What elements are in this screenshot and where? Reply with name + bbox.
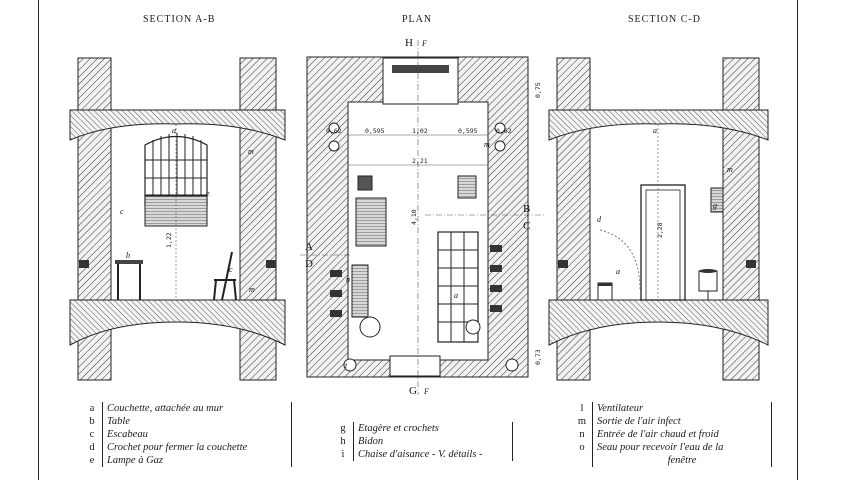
legend-key: a xyxy=(82,402,103,415)
cd-dim-2-28: 2,28 xyxy=(656,222,664,238)
cd-label-a-top: a xyxy=(653,126,657,135)
label-m-floor: m xyxy=(249,285,255,294)
legend-text: Chaise d'aisance - V. détails - xyxy=(353,448,513,461)
legend-text: Couchette, attachée au mur xyxy=(102,402,292,415)
cd-label-g: g xyxy=(713,201,717,210)
vault-top xyxy=(69,109,286,141)
label-e: e xyxy=(206,189,210,198)
stool xyxy=(213,251,237,301)
legend-text: Lampe à Gaz xyxy=(102,454,292,467)
cd-vault-top xyxy=(548,109,769,141)
cd-bidon xyxy=(698,269,718,300)
plan-door xyxy=(389,355,441,377)
plan-dim-1: 0,595 xyxy=(365,127,385,135)
section-ab-title: SECTION A-B xyxy=(143,14,216,25)
legend-key: d xyxy=(82,441,103,454)
legend-key: g xyxy=(333,422,354,435)
legend-key: l xyxy=(572,402,593,415)
plan-dim-3: 0,595 xyxy=(458,127,478,135)
plan-window-bay xyxy=(382,57,459,105)
plan-label-a: a xyxy=(454,291,458,300)
cd-label-d: d xyxy=(597,215,602,224)
mark-c: C xyxy=(523,220,530,232)
label-m-section: m xyxy=(248,147,254,156)
plan-dim-11: 0,73 xyxy=(534,349,542,365)
legend-text: fenêtre xyxy=(592,454,772,467)
page-frame-left xyxy=(38,0,39,480)
plan-drawing: 0,595 1,02 0,595 2,21 0,62 0,62 4,10 0,7… xyxy=(300,37,545,397)
cd-floor-arch xyxy=(548,299,769,346)
window xyxy=(144,133,208,206)
legend-text: Ventilateur xyxy=(592,402,772,415)
legend-key: n xyxy=(572,428,593,441)
mark-d: D xyxy=(305,258,313,270)
cd-label-m: m xyxy=(727,165,733,174)
legend-text: Etagère et crochets xyxy=(353,422,513,435)
legend-key: o xyxy=(572,441,593,454)
label-c: c xyxy=(229,265,233,274)
plan-label-n: n xyxy=(346,275,350,284)
legend-text: Seau pour recevoir l'eau de la xyxy=(592,441,772,454)
cd-bucket xyxy=(597,282,613,301)
legend-key: i xyxy=(333,448,354,461)
mark-a: A xyxy=(305,241,313,253)
section-cd-drawing: 2,28 a m d a g xyxy=(548,57,769,381)
legend-key: c xyxy=(82,428,103,441)
plan-dim-5: 0,62 xyxy=(326,127,342,135)
plan-dim-10: 0,75 xyxy=(534,82,542,98)
mark-f-bottom: F xyxy=(423,387,429,396)
cd-door xyxy=(640,184,686,301)
page-frame-right xyxy=(797,0,798,480)
legend-key xyxy=(572,454,593,467)
table xyxy=(115,260,143,300)
label-c-hook: c xyxy=(120,207,124,216)
architectural-drawing: 1,22 a m c e b c m xyxy=(69,37,769,397)
plan-window-sill xyxy=(392,65,449,73)
dim-1-22: 1,22 xyxy=(165,232,173,248)
legend-text: Bidon xyxy=(353,435,513,448)
plan-label-t: t xyxy=(345,361,348,370)
legend-text: Escabeau xyxy=(102,428,292,441)
plan-dim-6: 0,62 xyxy=(496,127,512,135)
plan-dim-4: 2,21 xyxy=(412,157,428,165)
legend-row: fenêtre xyxy=(572,454,772,467)
legend-key: m xyxy=(572,415,593,428)
legend-key: h xyxy=(333,435,354,448)
legend-text: Table xyxy=(102,415,292,428)
section-ab-drawing: 1,22 a m c e b c m xyxy=(69,57,286,381)
mark-g: G xyxy=(409,385,417,397)
mark-b: B xyxy=(523,203,530,215)
cd-label-a: a xyxy=(616,267,620,276)
legend-text: Crochet pour fermer la couchette xyxy=(102,441,292,454)
plan-title: PLAN xyxy=(402,14,433,25)
label-b: b xyxy=(126,251,130,260)
mark-h: H xyxy=(405,37,413,49)
legend-text: Entrée de l'air chaud et froid xyxy=(592,428,772,441)
legend-key: b xyxy=(82,415,103,428)
plan-dim-2: 1,02 xyxy=(412,127,428,135)
label-a-section: a xyxy=(172,126,176,135)
section-cd-title: SECTION C-D xyxy=(628,14,701,25)
legend-key: e xyxy=(82,454,103,467)
plan-label-m: m xyxy=(484,140,490,149)
floor-arch xyxy=(69,299,286,346)
mark-f-top: F xyxy=(421,39,427,48)
plan-dim-7: 4,10 xyxy=(410,209,418,225)
legend-text: Sortie de l'air infect xyxy=(592,415,772,428)
